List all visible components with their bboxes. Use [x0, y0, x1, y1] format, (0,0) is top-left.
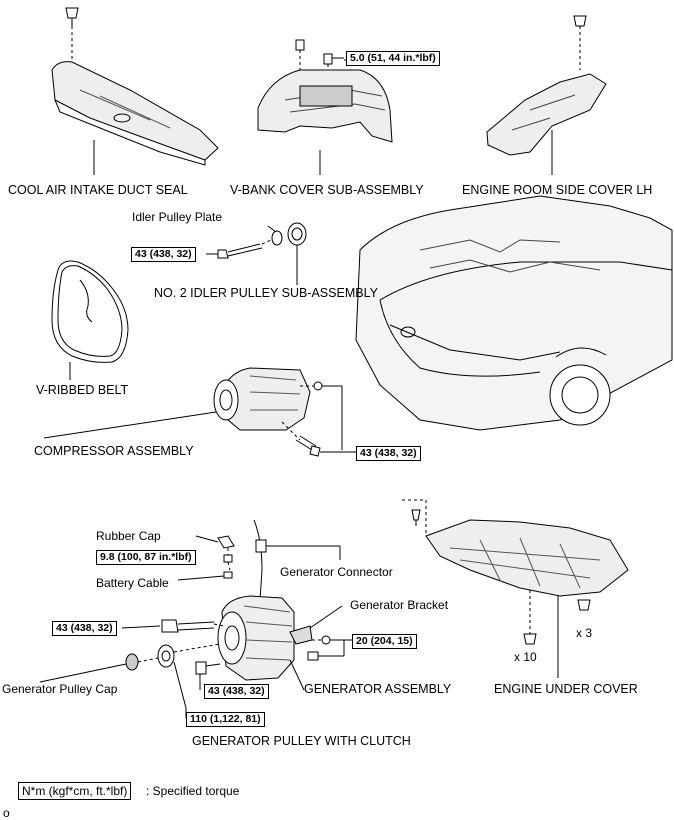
compressor-drawing [43, 367, 356, 457]
engine-under-cover-label: ENGINE UNDER COVER [494, 682, 638, 696]
legend-description: : Specified torque [146, 784, 240, 798]
torque-spec-generator-lower-bolt: 43 (438, 32) [204, 684, 269, 699]
v-ribbed-belt-label: V-RIBBED BELT [36, 383, 129, 397]
idler-pulley-plate-label: Idler Pulley Plate [132, 210, 223, 224]
engine-room-side-cover-drawing [486, 15, 607, 175]
generator-pulley-with-clutch-label: GENERATOR PULLEY WITH CLUTCH [192, 734, 411, 748]
cool-air-intake-duct-seal-label: COOL AIR INTAKE DUCT SEAL [8, 183, 188, 197]
generator-assembly-label: GENERATOR ASSEMBLY [304, 682, 452, 696]
idler-pulley-drawing [206, 222, 307, 285]
v-bank-cover-label: V-BANK COVER SUB-ASSEMBLY [230, 183, 424, 197]
torque-spec-v-bank-cover: 5.0 (51, 44 in.*lbf) [346, 51, 440, 66]
torque-spec-compressor: 43 (438, 32) [356, 446, 421, 461]
torque-spec-generator-bracket: 20 (204, 15) [352, 634, 417, 649]
engine-room-side-cover-label: ENGINE ROOM SIDE COVER LH [462, 183, 653, 197]
battery-cable-label: Battery Cable [96, 576, 169, 590]
quantity-x3-label: x 3 [576, 626, 593, 640]
no2-idler-pulley-label: NO. 2 IDLER PULLEY SUB-ASSEMBLY [154, 286, 378, 300]
compressor-assembly-label: COMPRESSOR ASSEMBLY [34, 444, 194, 458]
vehicle-engine-bay-drawing [355, 195, 673, 431]
cool-air-intake-duct-seal-drawing [51, 7, 219, 175]
quantity-x10-label: x 10 [514, 650, 537, 664]
v-bank-cover-drawing [257, 39, 393, 175]
generator-drawing [39, 519, 352, 718]
torque-spec-generator-pulley: 110 (1,122, 81) [186, 712, 265, 727]
v-ribbed-belt-drawing [51, 260, 129, 380]
rubber-cap-label: Rubber Cap [96, 529, 161, 543]
generator-pulley-cap-label: Generator Pulley Cap [2, 682, 118, 696]
generator-bracket-label: Generator Bracket [350, 598, 449, 612]
legend-torque-unit-box: N*m (kgf*cm, ft.*lbf) [18, 782, 132, 800]
torque-spec-battery-cable: 9.8 (100, 87 in.*lbf) [96, 550, 196, 565]
footer-mark: o [3, 806, 10, 820]
engine-under-cover-drawing [402, 499, 629, 678]
generator-connector-label: Generator Connector [280, 565, 393, 579]
torque-spec-generator-upper-bolt: 43 (438, 32) [52, 621, 117, 636]
torque-spec-idler-pulley: 43 (438, 32) [131, 247, 196, 262]
